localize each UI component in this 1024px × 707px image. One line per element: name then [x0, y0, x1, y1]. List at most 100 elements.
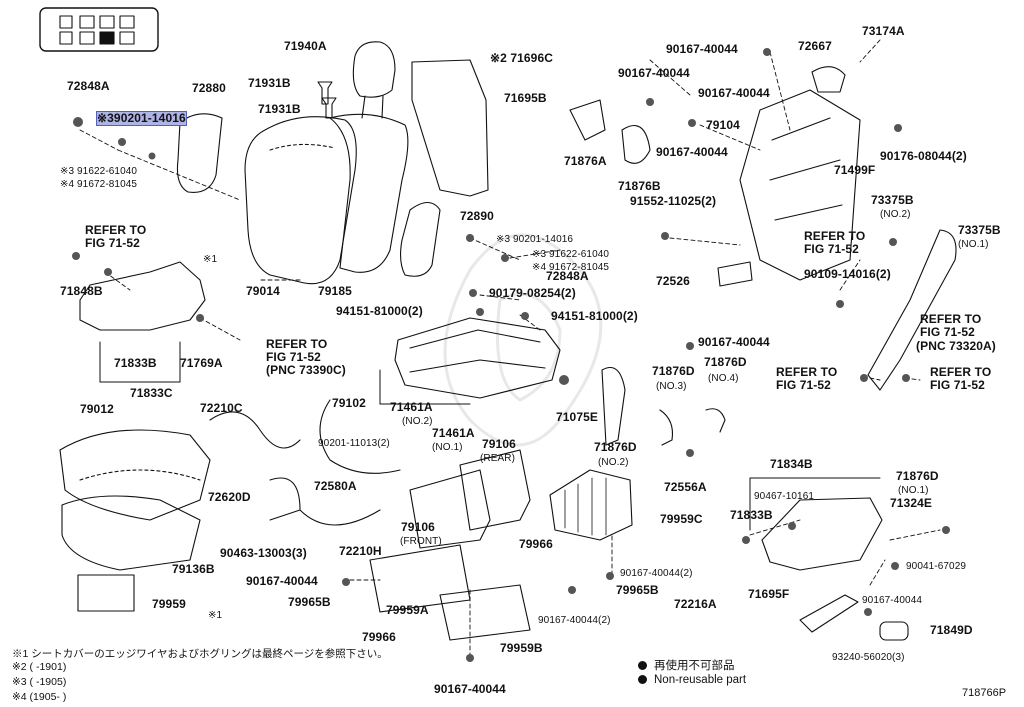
highlighted-part-label[interactable]: ※390201-14016 — [96, 111, 187, 126]
part-label[interactable]: 71833B — [114, 356, 157, 370]
part-label[interactable]: (NO.2) — [402, 416, 433, 427]
part-label[interactable]: ※4 91672-81045 — [60, 179, 138, 190]
part-label[interactable]: (NO.2) — [880, 209, 911, 220]
part-label[interactable]: 73375B — [958, 223, 1001, 237]
part-label[interactable]: 72620D — [208, 490, 251, 504]
part-label[interactable]: 72526 — [656, 274, 690, 288]
part-label[interactable]: 90179-08254(2) — [489, 286, 576, 300]
part-label[interactable]: 90167-40044 — [698, 335, 770, 349]
part-label[interactable]: 90167-40044 — [434, 682, 506, 696]
part-label[interactable]: 79106 — [401, 520, 435, 534]
part-label[interactable]: 72848A — [67, 79, 110, 93]
reference-note[interactable]: REFER TO — [266, 337, 328, 351]
part-label[interactable]: 71931B — [258, 102, 301, 116]
part-label[interactable]: 71931B — [248, 76, 291, 90]
part-label[interactable]: 79012 — [80, 402, 114, 416]
part-label[interactable]: (NO.3) — [656, 381, 687, 392]
part-label[interactable]: 90467-10161 — [754, 491, 815, 502]
part-label[interactable]: 71876D — [594, 440, 637, 454]
part-label[interactable]: (NO.1) — [898, 485, 929, 496]
part-label[interactable]: 90167-40044 — [618, 66, 690, 80]
reference-note[interactable]: REFER TO — [85, 223, 147, 237]
part-label[interactable]: 90041-67029 — [906, 561, 967, 572]
part-label[interactable]: 79104 — [706, 118, 740, 132]
part-label[interactable]: 79106 — [482, 437, 516, 451]
part-label[interactable]: 72556A — [664, 480, 707, 494]
part-label[interactable]: 79966 — [362, 630, 396, 644]
part-label[interactable]: 90463-13003(3) — [220, 546, 307, 560]
reference-note[interactable]: FIG 71-52 — [776, 378, 831, 392]
part-label[interactable]: 73375B — [871, 193, 914, 207]
reference-note[interactable]: FIG 71-52 — [804, 242, 859, 256]
part-label[interactable]: 90167-40044 — [246, 574, 318, 588]
part-label[interactable]: 93240-56020(3) — [832, 652, 905, 663]
part-label[interactable]: 94151-81000(2) — [336, 304, 423, 318]
part-label[interactable]: 79014 — [246, 284, 280, 298]
part-label[interactable]: 79959 — [152, 597, 186, 611]
part-label[interactable]: ※3 90201-14016 — [496, 234, 574, 245]
part-label[interactable]: 79965B — [288, 595, 331, 609]
reference-note[interactable]: FIG 71-52 — [930, 378, 985, 392]
reference-note[interactable]: REFER TO — [930, 365, 992, 379]
part-label[interactable]: 72667 — [798, 39, 832, 53]
part-label[interactable]: 71324E — [890, 496, 932, 510]
part-label[interactable]: 72210H — [339, 544, 382, 558]
part-label[interactable]: ※3 91622-61040 — [532, 249, 610, 260]
part-label[interactable]: 79185 — [318, 284, 352, 298]
reference-note[interactable]: FIG 71-52 — [85, 236, 140, 250]
part-label[interactable]: 71499F — [834, 163, 876, 177]
part-label[interactable]: 79959A — [386, 603, 429, 617]
part-label[interactable]: 79959B — [500, 641, 543, 655]
part-label[interactable]: 71833B — [730, 508, 773, 522]
part-label[interactable]: 71876B — [618, 179, 661, 193]
part-label[interactable]: 72210C — [200, 401, 243, 415]
part-label[interactable]: 90167-40044(2) — [538, 615, 611, 626]
part-label[interactable]: 72848A — [546, 269, 589, 283]
reference-note[interactable]: REFER TO — [776, 365, 838, 379]
part-label[interactable]: 71834B — [770, 457, 813, 471]
part-label[interactable]: 90167-40044 — [862, 595, 923, 606]
part-label[interactable]: 79136B — [172, 562, 215, 576]
part-label[interactable]: 91552-11025(2) — [630, 194, 717, 208]
part-label[interactable]: 71876A — [564, 154, 607, 168]
part-label[interactable]: 79966 — [519, 537, 553, 551]
part-label[interactable]: 71848B — [60, 284, 103, 298]
part-label[interactable]: 71075E — [556, 410, 598, 424]
part-label[interactable]: 71940A — [284, 39, 327, 53]
reference-note[interactable]: REFER TO — [804, 229, 866, 243]
part-label[interactable]: 72880 — [192, 81, 226, 95]
reference-note[interactable]: FIG 71-52 — [920, 325, 975, 339]
part-label[interactable]: 79959C — [660, 512, 703, 526]
part-label[interactable]: 90167-40044 — [698, 86, 770, 100]
part-label[interactable]: ※4 91672-81045 — [532, 262, 610, 273]
part-label[interactable]: 72580A — [314, 479, 357, 493]
part-label[interactable]: 71769A — [180, 356, 223, 370]
part-label[interactable]: 90167-40044 — [656, 145, 728, 159]
part-label[interactable]: (FRONT) — [400, 536, 442, 547]
part-label[interactable]: 90201-11013(2) — [318, 438, 390, 449]
part-label[interactable]: 71695B — [504, 91, 547, 105]
part-label[interactable]: 71461A — [432, 426, 475, 440]
part-label[interactable]: 71876D — [704, 355, 747, 369]
part-label[interactable]: (NO.2) — [598, 457, 629, 468]
part-label[interactable]: 71833C — [130, 386, 173, 400]
part-label[interactable]: 79102 — [332, 396, 366, 410]
part-label[interactable]: (REAR) — [480, 453, 516, 464]
reference-note[interactable]: (PNC 73320A) — [916, 339, 996, 353]
reference-note[interactable]: (PNC 73390C) — [266, 363, 346, 377]
part-label[interactable]: 71876D — [652, 364, 695, 378]
part-label[interactable]: 72216A — [674, 597, 717, 611]
part-label[interactable]: (NO.4) — [708, 373, 739, 384]
reference-note[interactable]: FIG 71-52 — [266, 350, 321, 364]
part-label[interactable]: 90167-40044(2) — [620, 568, 693, 579]
part-label[interactable]: 71461A — [390, 400, 433, 414]
part-label[interactable]: ※2 71696C — [490, 51, 553, 65]
part-label[interactable]: 94151-81000(2) — [551, 309, 638, 323]
part-label[interactable]: 71849D — [930, 623, 973, 637]
part-label[interactable]: 71695F — [748, 587, 790, 601]
part-label[interactable]: (NO.1) — [432, 442, 463, 453]
part-label[interactable]: 90176-08044(2) — [880, 149, 967, 163]
part-label[interactable]: (NO.1) — [958, 239, 989, 250]
part-label[interactable]: 90167-40044 — [666, 42, 738, 56]
part-label[interactable]: ※3 91622-61040 — [60, 166, 138, 177]
